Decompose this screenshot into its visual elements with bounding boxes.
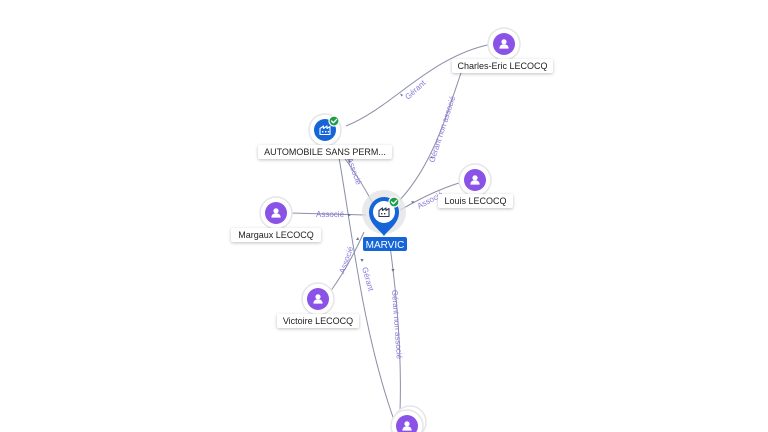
arrow-icon bbox=[348, 213, 351, 217]
company-icon bbox=[378, 207, 390, 218]
node-label: Louis LECOCQ bbox=[444, 196, 506, 206]
node-victoire-lecocq[interactable]: Victoire LECOCQ bbox=[277, 282, 359, 328]
edge-margaux-marvic bbox=[289, 212, 367, 216]
edge-label-margaux-marvic: Associé bbox=[316, 210, 345, 219]
edge-label-automobile-bottom: Gérant bbox=[360, 266, 376, 293]
node-label: AUTOMOBILE SANS PERM... bbox=[264, 147, 386, 157]
verified-check-icon bbox=[328, 115, 340, 127]
node-label: Charles-Eric LECOCQ bbox=[457, 61, 547, 71]
arrow-icon bbox=[356, 237, 359, 240]
node-louis-lecocq[interactable]: Louis LECOCQ bbox=[438, 163, 513, 208]
arrow-icon bbox=[360, 259, 364, 262]
node-label: Victoire LECOCQ bbox=[283, 316, 353, 326]
edge-label-victoire-marvic: Associé bbox=[337, 245, 355, 275]
node-label: Margaux LECOCQ bbox=[238, 230, 314, 240]
arrow-icon bbox=[391, 269, 395, 272]
edge-automobile-bottom bbox=[336, 145, 395, 421]
node-label: MARVIC bbox=[366, 240, 405, 251]
arrow-icon bbox=[400, 93, 403, 97]
node-marvic[interactable]: MARVIC bbox=[362, 190, 407, 251]
node-margaux-lecocq[interactable]: Margaux LECOCQ bbox=[231, 196, 321, 242]
arrow-icon bbox=[430, 156, 433, 158]
edge-bottom-marvic bbox=[389, 245, 401, 413]
verified-check-icon bbox=[388, 196, 400, 208]
edge-charles-automobile bbox=[345, 43, 493, 127]
edge-label-charles-marvic: Gérant non associé bbox=[427, 94, 457, 163]
node-charles-eric-lecocq[interactable]: Charles-Eric LECOCQ bbox=[452, 27, 553, 73]
edge-charles-marvic bbox=[395, 69, 463, 205]
node-automobile-sans-permis[interactable]: AUTOMOBILE SANS PERM... bbox=[258, 113, 392, 159]
arrow-icon bbox=[348, 160, 351, 163]
node-person-bottom[interactable] bbox=[390, 405, 427, 432]
edge-victoire-marvic bbox=[329, 231, 365, 293]
edge-label-bottom-marvic: Gérant non associé bbox=[390, 290, 404, 360]
edge-label-automobile-marvic: Associé bbox=[345, 157, 363, 187]
arrow-icon bbox=[411, 201, 414, 204]
